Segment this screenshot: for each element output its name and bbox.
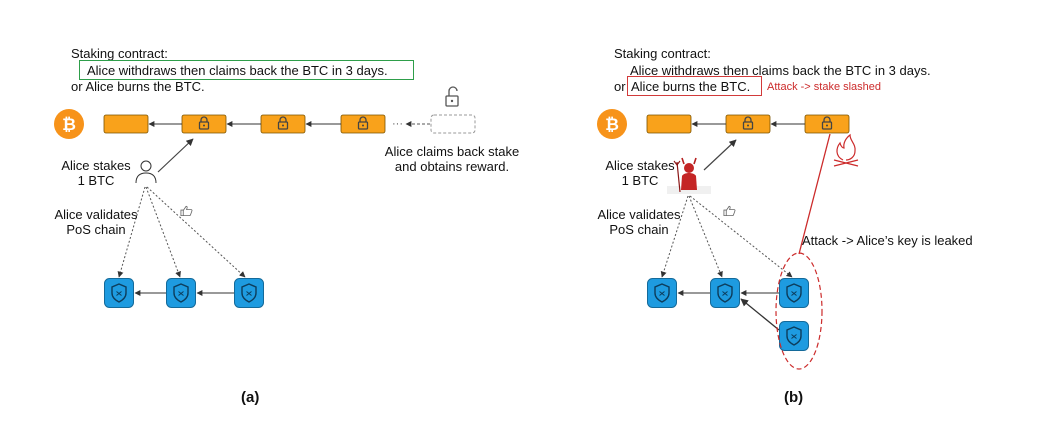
validate-label: Alice validates PoS chain — [597, 207, 681, 237]
bitcoin-icon: ₿ — [597, 109, 627, 139]
shield-icon — [104, 278, 134, 308]
shield-icon — [710, 278, 740, 308]
btc-block-locked — [804, 114, 850, 134]
svg-text:···: ··· — [392, 118, 403, 130]
bitcoin-icon: ₿ — [54, 109, 84, 139]
btc-block — [646, 114, 692, 134]
leak-highlight — [775, 252, 823, 370]
contract-line-burn: Alice burns the BTC. — [631, 79, 751, 94]
caption-a: (a) — [241, 389, 260, 406]
stake-label: Alice stakes 1 BTC — [605, 158, 675, 188]
user-icon — [135, 160, 157, 184]
contract-line-withdraw: Alice withdraws then claims back the BTC… — [87, 63, 388, 78]
btc-block-locked — [260, 114, 306, 134]
withdraw-highlight-box — [79, 60, 414, 80]
future-block — [430, 114, 476, 134]
shield-icon — [234, 278, 264, 308]
attack-leak-label: Attack -> Alice’s key is leaked — [802, 233, 973, 248]
svg-text:₿: ₿ — [605, 115, 619, 134]
btc-block-locked — [181, 114, 227, 134]
fire-icon — [833, 133, 859, 167]
contract-title: Staking contract: — [614, 46, 711, 61]
attack-slash-label: Attack -> stake slashed — [767, 81, 882, 93]
shield-icon — [779, 321, 809, 351]
shield-icon — [779, 278, 809, 308]
thumbs-up-icon — [180, 205, 193, 217]
btc-block-locked — [725, 114, 771, 134]
svg-text:₿: ₿ — [62, 115, 76, 134]
contract-line-or: or — [614, 79, 626, 94]
devil-icon — [667, 157, 711, 194]
btc-block — [103, 114, 149, 134]
contract-title: Staking contract: — [71, 46, 168, 61]
stake-label: Alice stakes 1 BTC — [61, 158, 131, 188]
btc-block-locked — [340, 114, 386, 134]
validate-label: Alice validates PoS chain — [54, 207, 138, 237]
shield-icon — [166, 278, 196, 308]
contract-line-withdraw: Alice withdraws then claims back the BTC… — [630, 63, 931, 78]
burn-highlight-box — [627, 76, 762, 96]
shield-icon — [647, 278, 677, 308]
unlock-icon — [445, 86, 459, 107]
caption-b: (b) — [784, 389, 804, 406]
claim-label: Alice claims back stake and obtains rewa… — [384, 144, 520, 174]
contract-line-burn: or Alice burns the BTC. — [71, 79, 205, 94]
thumbs-up-icon — [723, 205, 736, 217]
